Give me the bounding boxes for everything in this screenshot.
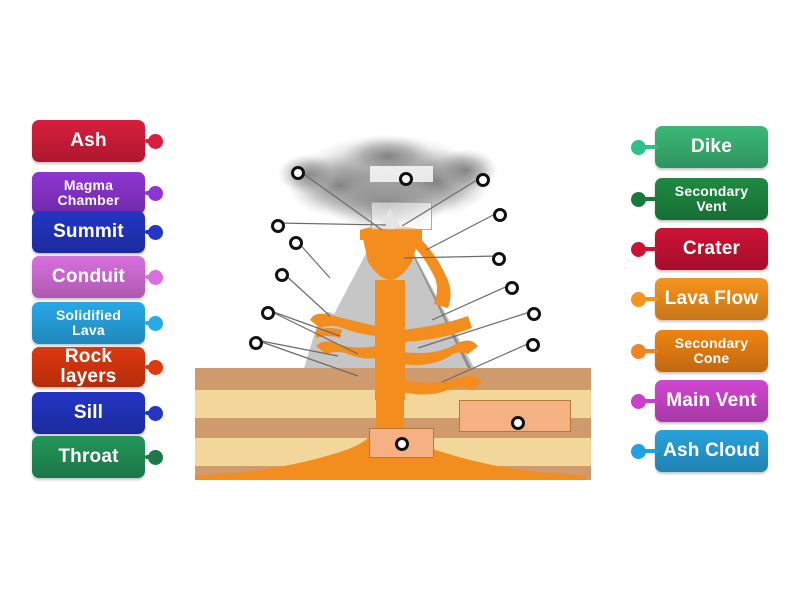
connector-knob-dike[interactable] <box>631 139 646 155</box>
connector-stem-crater <box>642 247 658 251</box>
label-chip-text: Crater <box>682 238 741 260</box>
marker-dike-left[interactable] <box>275 268 289 282</box>
connector-knob-ash-cloud[interactable] <box>631 443 646 459</box>
label-chip-text: Throat <box>58 446 119 468</box>
connector-knob-summit[interactable] <box>148 224 163 240</box>
connector-knob-lava-flow[interactable] <box>631 291 646 307</box>
connector-stem-ash-cloud <box>642 449 658 453</box>
label-chip-text: Main Vent <box>666 390 757 412</box>
marker-ash-cloud-center[interactable] <box>399 172 413 186</box>
label-chip-text: Sill <box>73 402 104 424</box>
connector-stem-lava-flow <box>642 297 658 301</box>
connector-stem-dike <box>642 145 658 149</box>
label-chip-conduit[interactable]: Conduit <box>32 256 145 298</box>
label-chip-ash-cloud[interactable]: Ash Cloud <box>655 430 768 472</box>
label-chip-dike[interactable]: Dike <box>655 126 768 168</box>
marker-main-vent-right[interactable] <box>492 252 506 266</box>
marker-ash-cloud-left[interactable] <box>291 166 305 180</box>
label-chip-main-vent[interactable]: Main Vent <box>655 380 768 422</box>
marker-summit-right[interactable] <box>476 173 490 187</box>
connector-stem-secondary-vent <box>642 197 658 201</box>
label-chip-text: Lava Flow <box>664 288 759 310</box>
label-chip-text: Summit <box>53 221 124 243</box>
connector-knob-ash[interactable] <box>148 133 163 149</box>
label-chip-sill[interactable]: Sill <box>32 392 145 434</box>
connector-knob-main-vent[interactable] <box>631 393 646 409</box>
marker-conduit-right[interactable] <box>527 307 541 321</box>
marker-sill[interactable] <box>511 416 525 430</box>
marker-secondary-vent-left[interactable] <box>289 236 303 250</box>
label-chip-summit[interactable]: Summit <box>32 211 145 253</box>
label-chip-crater[interactable]: Crater <box>655 228 768 270</box>
label-chip-text: Ash <box>70 130 107 152</box>
label-chip-throat[interactable]: Throat <box>32 436 145 478</box>
volcano-diagram <box>190 130 591 480</box>
leader-lines <box>255 169 534 383</box>
marker-lava-flow-right[interactable] <box>505 281 519 295</box>
connector-stem-main-vent <box>642 399 658 403</box>
label-chip-ash[interactable]: Ash <box>32 120 145 162</box>
marker-solidified-lava-left[interactable] <box>249 336 263 350</box>
label-chip-text: Dike <box>691 136 732 158</box>
connector-knob-sill[interactable] <box>148 405 163 421</box>
label-chip-rock-layers[interactable]: Rock layers <box>32 347 145 387</box>
drop-zone-magma-chamber[interactable] <box>369 428 434 458</box>
label-chip-text: Ash Cloud <box>663 440 760 462</box>
label-chip-lava-flow[interactable]: Lava Flow <box>655 278 768 320</box>
marker-rock-layers-left[interactable] <box>261 306 275 320</box>
marker-throat-right[interactable] <box>526 338 540 352</box>
label-chip-text: Rock layers <box>60 346 117 387</box>
label-chip-text: Conduit <box>51 266 126 288</box>
marker-magma-chamber[interactable] <box>395 437 409 451</box>
connector-stem-secondary-cone <box>642 349 658 353</box>
connector-knob-crater[interactable] <box>631 241 646 257</box>
connector-knob-throat[interactable] <box>148 449 163 465</box>
marker-crater-upper-left[interactable] <box>271 219 285 233</box>
connector-knob-secondary-vent[interactable] <box>631 191 646 207</box>
marker-secondary-cone-right[interactable] <box>493 208 507 222</box>
connector-knob-rock-layers[interactable] <box>148 359 163 375</box>
connector-knob-secondary-cone[interactable] <box>631 343 646 359</box>
connector-knob-conduit[interactable] <box>148 269 163 285</box>
connector-knob-magma-chamber[interactable] <box>148 185 163 201</box>
connector-knob-solidified-lava[interactable] <box>148 315 163 331</box>
